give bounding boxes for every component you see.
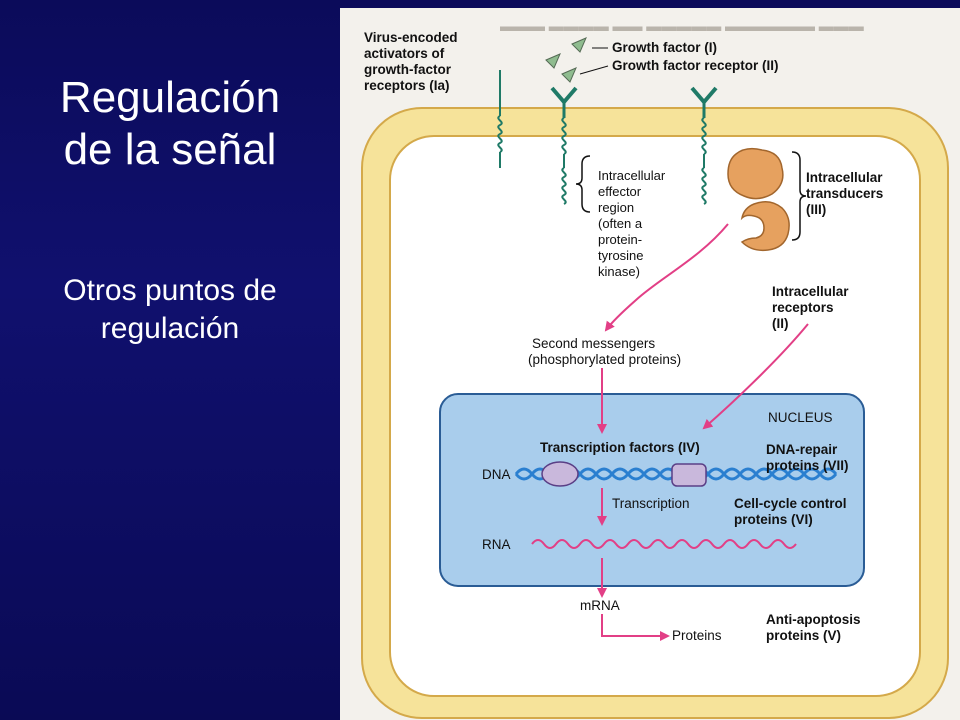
growth-factor-receptor-leader (579, 65, 609, 75)
nucleus (439, 393, 865, 587)
effector-label-line7: kinase) (598, 264, 640, 279)
nucleus-label: NUCLEUS (768, 410, 833, 425)
transcription-factor-box (671, 463, 707, 487)
cell-cycle-label-line1: Cell-cycle control (734, 496, 847, 511)
cell-cycle-label-line2: proteins (VI) (734, 512, 813, 527)
dna-label: DNA (482, 467, 511, 482)
anti-apoptosis-label-line1: Anti-apoptosis (766, 612, 861, 627)
effector-label-line2: effector (598, 184, 642, 199)
arrow-transducer-to-second-messengers (604, 223, 729, 332)
second-messengers-label-line1: Second messengers (532, 336, 655, 351)
transducers-label-line2: transducers (806, 186, 883, 201)
virus-activator-receptor (497, 70, 503, 168)
transducers-label-line3: (III) (806, 202, 826, 217)
receptors-label-line3: (II) (772, 316, 789, 331)
transcription-label: Transcription (612, 496, 690, 511)
mrna-label: mRNA (580, 598, 620, 613)
anti-apoptosis-label-line2: proteins (V) (766, 628, 841, 643)
transcription-factor-oval (541, 461, 579, 487)
intracellular-transducer-2 (740, 201, 790, 252)
slide-title: Regulación de la señal (20, 72, 320, 176)
growth-factor-molecules (545, 37, 587, 83)
virus-label-line1: Virus-encoded (364, 30, 458, 45)
virus-label-line2: activators of (364, 46, 445, 61)
slide-title-line2: de la señal (63, 125, 277, 174)
figure-drawing: Virus-encoded activators of growth-facto… (361, 30, 949, 719)
effector-label-line6: tyrosine (598, 248, 644, 263)
receptors-label-line2: receptors (772, 300, 834, 315)
growth-factor-label: Growth factor (I) (612, 40, 717, 55)
effector-label-line4: (often a (598, 216, 643, 231)
virus-label-line4: receptors (Ia) (364, 78, 450, 93)
growth-factor-receptor-2 (690, 86, 718, 205)
effector-label-line3: region (598, 200, 634, 215)
slide-subtitle: Otros puntos de regulación (20, 272, 320, 348)
slide-subtitle-line2: regulación (100, 312, 240, 345)
growth-factor-receptor-label: Growth factor receptor (II) (612, 58, 779, 73)
arrow-receptor-to-transcription-factor (702, 323, 809, 430)
receptors-label-line1: Intracellular (772, 284, 849, 299)
proteins-label: Proteins (672, 628, 722, 643)
transducers-bracket (791, 151, 807, 241)
second-messengers-label-line2: (phosphorylated proteins) (528, 352, 681, 367)
effector-label-line5: protein- (598, 232, 642, 247)
virus-label-line3: growth-factor (364, 62, 452, 77)
growth-factor-receptor-1 (550, 86, 578, 205)
slide-title-line1: Regulación (59, 73, 281, 122)
transducers-label-line1: Intracellular (806, 170, 883, 185)
rna-strand (531, 539, 797, 549)
effector-bracket (575, 155, 591, 213)
rna-label: RNA (482, 537, 511, 552)
transcription-factors-label: Transcription factors (IV) (540, 440, 700, 455)
slide-subtitle-line1: Otros puntos de (63, 274, 277, 307)
dna-repair-label-line2: proteins (VII) (766, 458, 849, 473)
dna-repair-label-line1: DNA-repair (766, 442, 838, 457)
cell-signaling-figure: ▬▬▬ ▬▬▬▬ ▬▬ ▬▬▬▬▬ ▬▬▬▬▬▬ ▬▬▬ ▬▬▬▬ ▬▬▬ ▬▬… (340, 8, 960, 720)
intracellular-transducer-1 (727, 147, 784, 200)
effector-label-line1: Intracellular (598, 168, 666, 183)
arrow-mrna-to-proteins (601, 614, 670, 641)
